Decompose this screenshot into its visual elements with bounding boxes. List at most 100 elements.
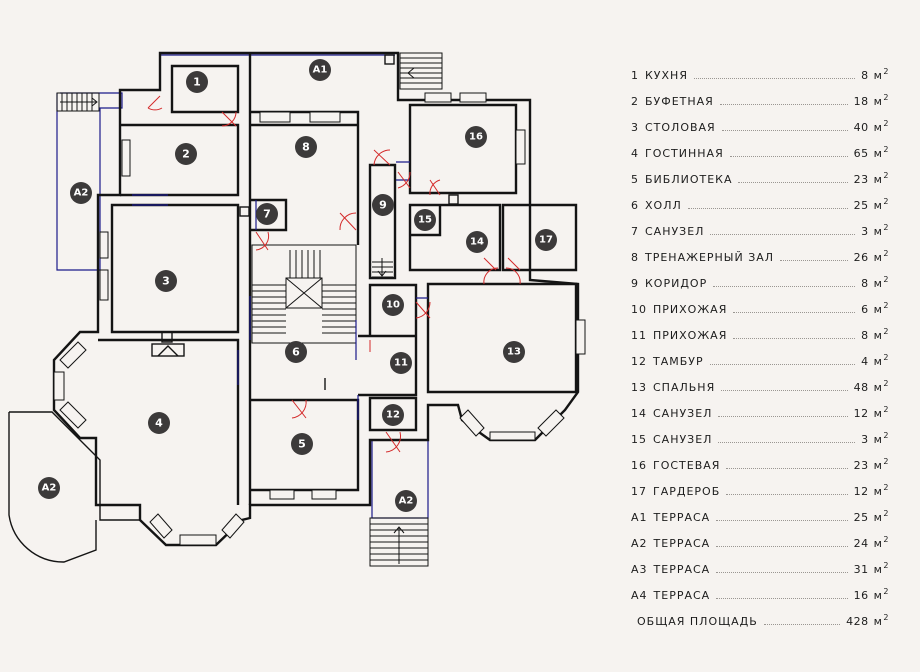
- legend-room-name: САНУЗЕЛ: [645, 225, 705, 238]
- legend-room-number: 17: [631, 485, 647, 498]
- stairs-bottom: [369, 517, 429, 567]
- svg-text:А2: А2: [74, 188, 89, 199]
- legend-unit: м2: [873, 613, 889, 628]
- window: [424, 92, 452, 103]
- legend-unit: м2: [873, 483, 889, 498]
- legend-room-area: 12: [853, 485, 869, 498]
- legend-room-name: ТРЕНАЖЕРНЫЙ ЗАЛ: [645, 251, 775, 264]
- legend-leader-dots: [733, 311, 856, 313]
- legend-room-number: 10: [631, 303, 647, 316]
- legend-leader-dots: [718, 415, 848, 417]
- legend-leader-dots: [716, 545, 848, 547]
- room-badge-3[interactable]: 3: [155, 270, 177, 292]
- room-badge-9[interactable]: 9: [372, 194, 394, 216]
- legend-leader-dots: [709, 363, 856, 365]
- stairs-corridor: [372, 258, 393, 278]
- legend-room-area: 23: [853, 459, 869, 472]
- legend-leader-dots: [780, 259, 848, 261]
- legend-room-area: 3: [861, 225, 869, 238]
- legend-room-name: СПАЛЬНЯ: [653, 381, 716, 394]
- room-badge-6[interactable]: 6: [285, 341, 307, 363]
- terrace-badge-a2-bottom[interactable]: А2: [395, 490, 417, 512]
- svg-text:А2: А2: [42, 483, 57, 494]
- window: [459, 92, 487, 103]
- room-badge-2[interactable]: 2: [175, 143, 197, 165]
- svg-text:А2: А2: [399, 496, 414, 507]
- legend-room-area: 6: [861, 303, 869, 316]
- legend-room-area: 8: [861, 69, 869, 82]
- window-bay: [149, 513, 245, 539]
- legend-room-name: ГОСТЕВАЯ: [653, 459, 721, 472]
- room-badge-10[interactable]: 10: [382, 294, 404, 316]
- legend-room-name: ТЕРРАСА: [653, 537, 711, 550]
- terrace-badge-a2-bottomleft[interactable]: А2: [38, 477, 60, 499]
- legend-room-area: 12: [853, 407, 869, 420]
- room-badge-1[interactable]: 1: [186, 71, 208, 93]
- legend-unit: м2: [873, 119, 889, 134]
- stairs-left: [56, 92, 100, 112]
- legend-room-number: А4: [631, 589, 648, 602]
- room-badge-14[interactable]: 14: [466, 231, 488, 253]
- window: [259, 111, 291, 123]
- legend-room-name: САНУЗЕЛ: [653, 433, 713, 446]
- window: [179, 534, 217, 546]
- legend-room-area: 65: [853, 147, 869, 160]
- window: [309, 111, 341, 123]
- legend-room-number: 16: [631, 459, 647, 472]
- legend-room-name: ГОСТИННАЯ: [645, 147, 724, 160]
- legend-leader-dots: [721, 129, 848, 131]
- legend-leader-dots: [719, 103, 848, 105]
- legend-room-area: 18: [853, 95, 869, 108]
- terrace-badge-a1[interactable]: А1: [309, 59, 331, 81]
- legend-room-name: ТЕРРАСА: [653, 563, 711, 576]
- legend-leader-dots: [726, 467, 848, 469]
- legend-unit: м2: [873, 535, 889, 550]
- legend-leader-dots: [763, 623, 841, 625]
- window: [121, 139, 131, 177]
- legend-room-name: БИБЛИОТЕКА: [645, 173, 733, 186]
- legend-room-number: 13: [631, 381, 647, 394]
- legend-room-number: 4: [631, 147, 639, 160]
- room-badge-5[interactable]: 5: [291, 433, 313, 455]
- legend-leader-dots: [738, 181, 848, 183]
- fireplace-detail: [157, 345, 179, 357]
- legend-unit: м2: [873, 275, 889, 290]
- terrace-left-outline: [56, 92, 123, 271]
- legend-unit: м2: [873, 249, 889, 264]
- svg-text:9: 9: [379, 199, 387, 212]
- legend-unit: м2: [873, 145, 889, 160]
- room-badge-8[interactable]: 8: [295, 136, 317, 158]
- column: [239, 206, 250, 217]
- room-badge-11[interactable]: 11: [390, 352, 412, 374]
- room-badge-7[interactable]: 7: [256, 203, 278, 225]
- legend-room-number: 2: [631, 95, 639, 108]
- outer-wall: [52, 51, 580, 547]
- svg-text:3: 3: [162, 275, 170, 288]
- legend-leader-dots: [716, 519, 848, 521]
- room-badge-17[interactable]: 17: [535, 229, 557, 251]
- room-badge-12[interactable]: 12: [382, 404, 404, 426]
- room-badge-13[interactable]: 13: [503, 341, 525, 363]
- legend-room-name: ТЕРРАСА: [653, 511, 711, 524]
- legend-room-number: 6: [631, 199, 639, 212]
- legend-room-number: 7: [631, 225, 639, 238]
- terrace-badge-a2-left[interactable]: А2: [70, 182, 92, 204]
- room-badge-16[interactable]: 16: [465, 126, 487, 148]
- room-badge-4[interactable]: 4: [148, 412, 170, 434]
- legend-room-name: ОБЩАЯ ПЛОЩАДЬ: [637, 615, 758, 628]
- legend-room-area: 4: [861, 355, 869, 368]
- legend-leader-dots: [716, 571, 848, 573]
- legend-row: 4 ГОСТИННАЯ 65 м2: [631, 134, 889, 160]
- room-badge-15[interactable]: 15: [414, 209, 436, 231]
